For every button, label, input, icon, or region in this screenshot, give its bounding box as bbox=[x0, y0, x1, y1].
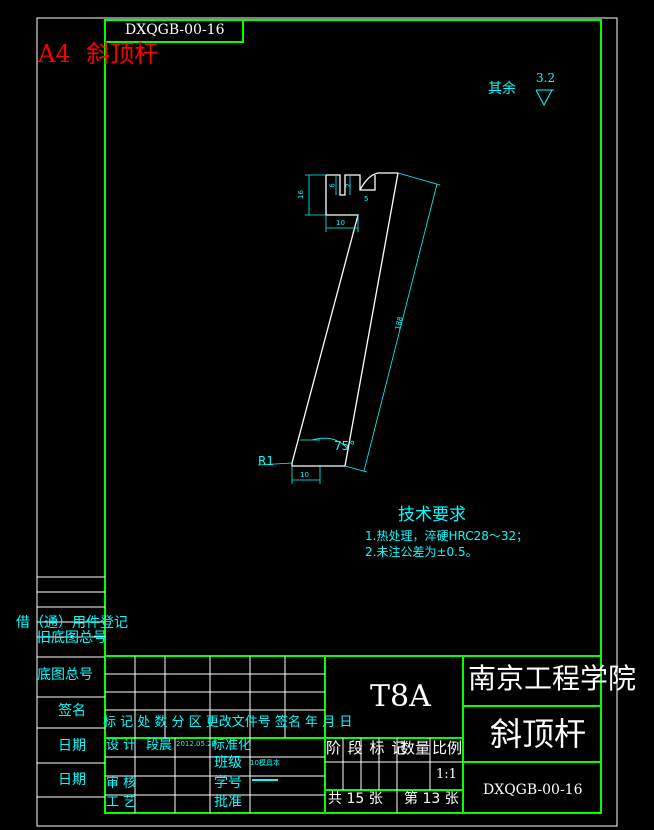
roughness-symbol bbox=[535, 89, 554, 107]
label-base: 底图总号 bbox=[37, 667, 93, 683]
tb-code: DXQGB-00-16 bbox=[483, 782, 583, 798]
tb-class: 班级 bbox=[214, 755, 242, 771]
dim-10-top: 10 bbox=[336, 219, 345, 227]
tb-ratio: 1:1 bbox=[436, 767, 457, 782]
paper-part-name: 斜顶杆 bbox=[86, 40, 159, 68]
label-date-1: 日期 bbox=[58, 738, 86, 754]
left-column-grid bbox=[37, 576, 105, 798]
tb-student-no-value bbox=[252, 779, 278, 781]
tb-quantity: 数量 bbox=[400, 739, 431, 757]
title-block-grid bbox=[105, 656, 463, 813]
dim-angle: 75° bbox=[334, 439, 356, 453]
dim-radius: R1 bbox=[258, 454, 274, 468]
tech-req-item-2: 2.未注公差为±0.5。 bbox=[365, 545, 478, 559]
tb-stage-mark: 阶 段 标 记 bbox=[326, 739, 408, 757]
title-block-frame bbox=[105, 655, 601, 813]
paper-size-label: A4 斜顶杆 bbox=[38, 42, 158, 66]
tb-ratio-label: 比例 bbox=[432, 739, 463, 757]
tb-school: 南京工程学院 bbox=[468, 662, 637, 695]
outer-border bbox=[36, 17, 618, 827]
dim-6: 6 bbox=[328, 183, 337, 188]
dim-10-bottom: 10 bbox=[300, 471, 309, 479]
tb-student-no: 学号 bbox=[214, 775, 242, 791]
dimension-lines bbox=[257, 172, 441, 484]
tb-total: 共 15 张 bbox=[328, 791, 383, 807]
tb-design-name: 段晨 bbox=[146, 738, 173, 753]
tb-header-row: 标 记 处 数 分 区 更改文件号 签名 年 月 日 bbox=[103, 715, 353, 730]
tb-part-name: 斜顶杆 bbox=[490, 715, 587, 753]
label-date-2: 日期 bbox=[58, 772, 86, 788]
tb-review: 审 核 bbox=[106, 776, 137, 791]
dim-5: 5 bbox=[364, 195, 369, 203]
roughness-value: 3.2 bbox=[536, 71, 556, 85]
tb-approve: 批准 bbox=[214, 794, 242, 810]
tech-req-item-1: 1.热处理，淬硬HRC28～32； bbox=[365, 529, 529, 543]
tb-design-date: 2012.05.26 bbox=[176, 740, 217, 748]
top-drawing-code: DXQGB-00-16 bbox=[125, 22, 225, 38]
remainder-label: 其余 bbox=[488, 81, 516, 97]
tb-process: 工 艺 bbox=[106, 795, 137, 810]
label-old-base: 旧底图总号 bbox=[37, 630, 107, 646]
top-code-box bbox=[104, 19, 244, 43]
paper-size: A4 bbox=[38, 40, 71, 68]
dim-2: 2 bbox=[344, 183, 353, 188]
tech-req-title: 技术要求 bbox=[398, 505, 466, 525]
label-sign: 签名 bbox=[58, 703, 86, 719]
part-outline bbox=[291, 172, 399, 467]
tb-class-value: 10模具本 bbox=[250, 759, 280, 767]
tb-page: 第 13 张 bbox=[404, 791, 459, 807]
label-borrow: 借（通）用件登记 bbox=[16, 615, 128, 631]
tb-standardize: 标准化 bbox=[212, 738, 252, 753]
tb-design: 设 计 bbox=[106, 738, 137, 753]
inner-frame bbox=[104, 19, 602, 814]
dim-16: 16 bbox=[296, 190, 305, 199]
tb-material: T8A bbox=[370, 679, 431, 714]
